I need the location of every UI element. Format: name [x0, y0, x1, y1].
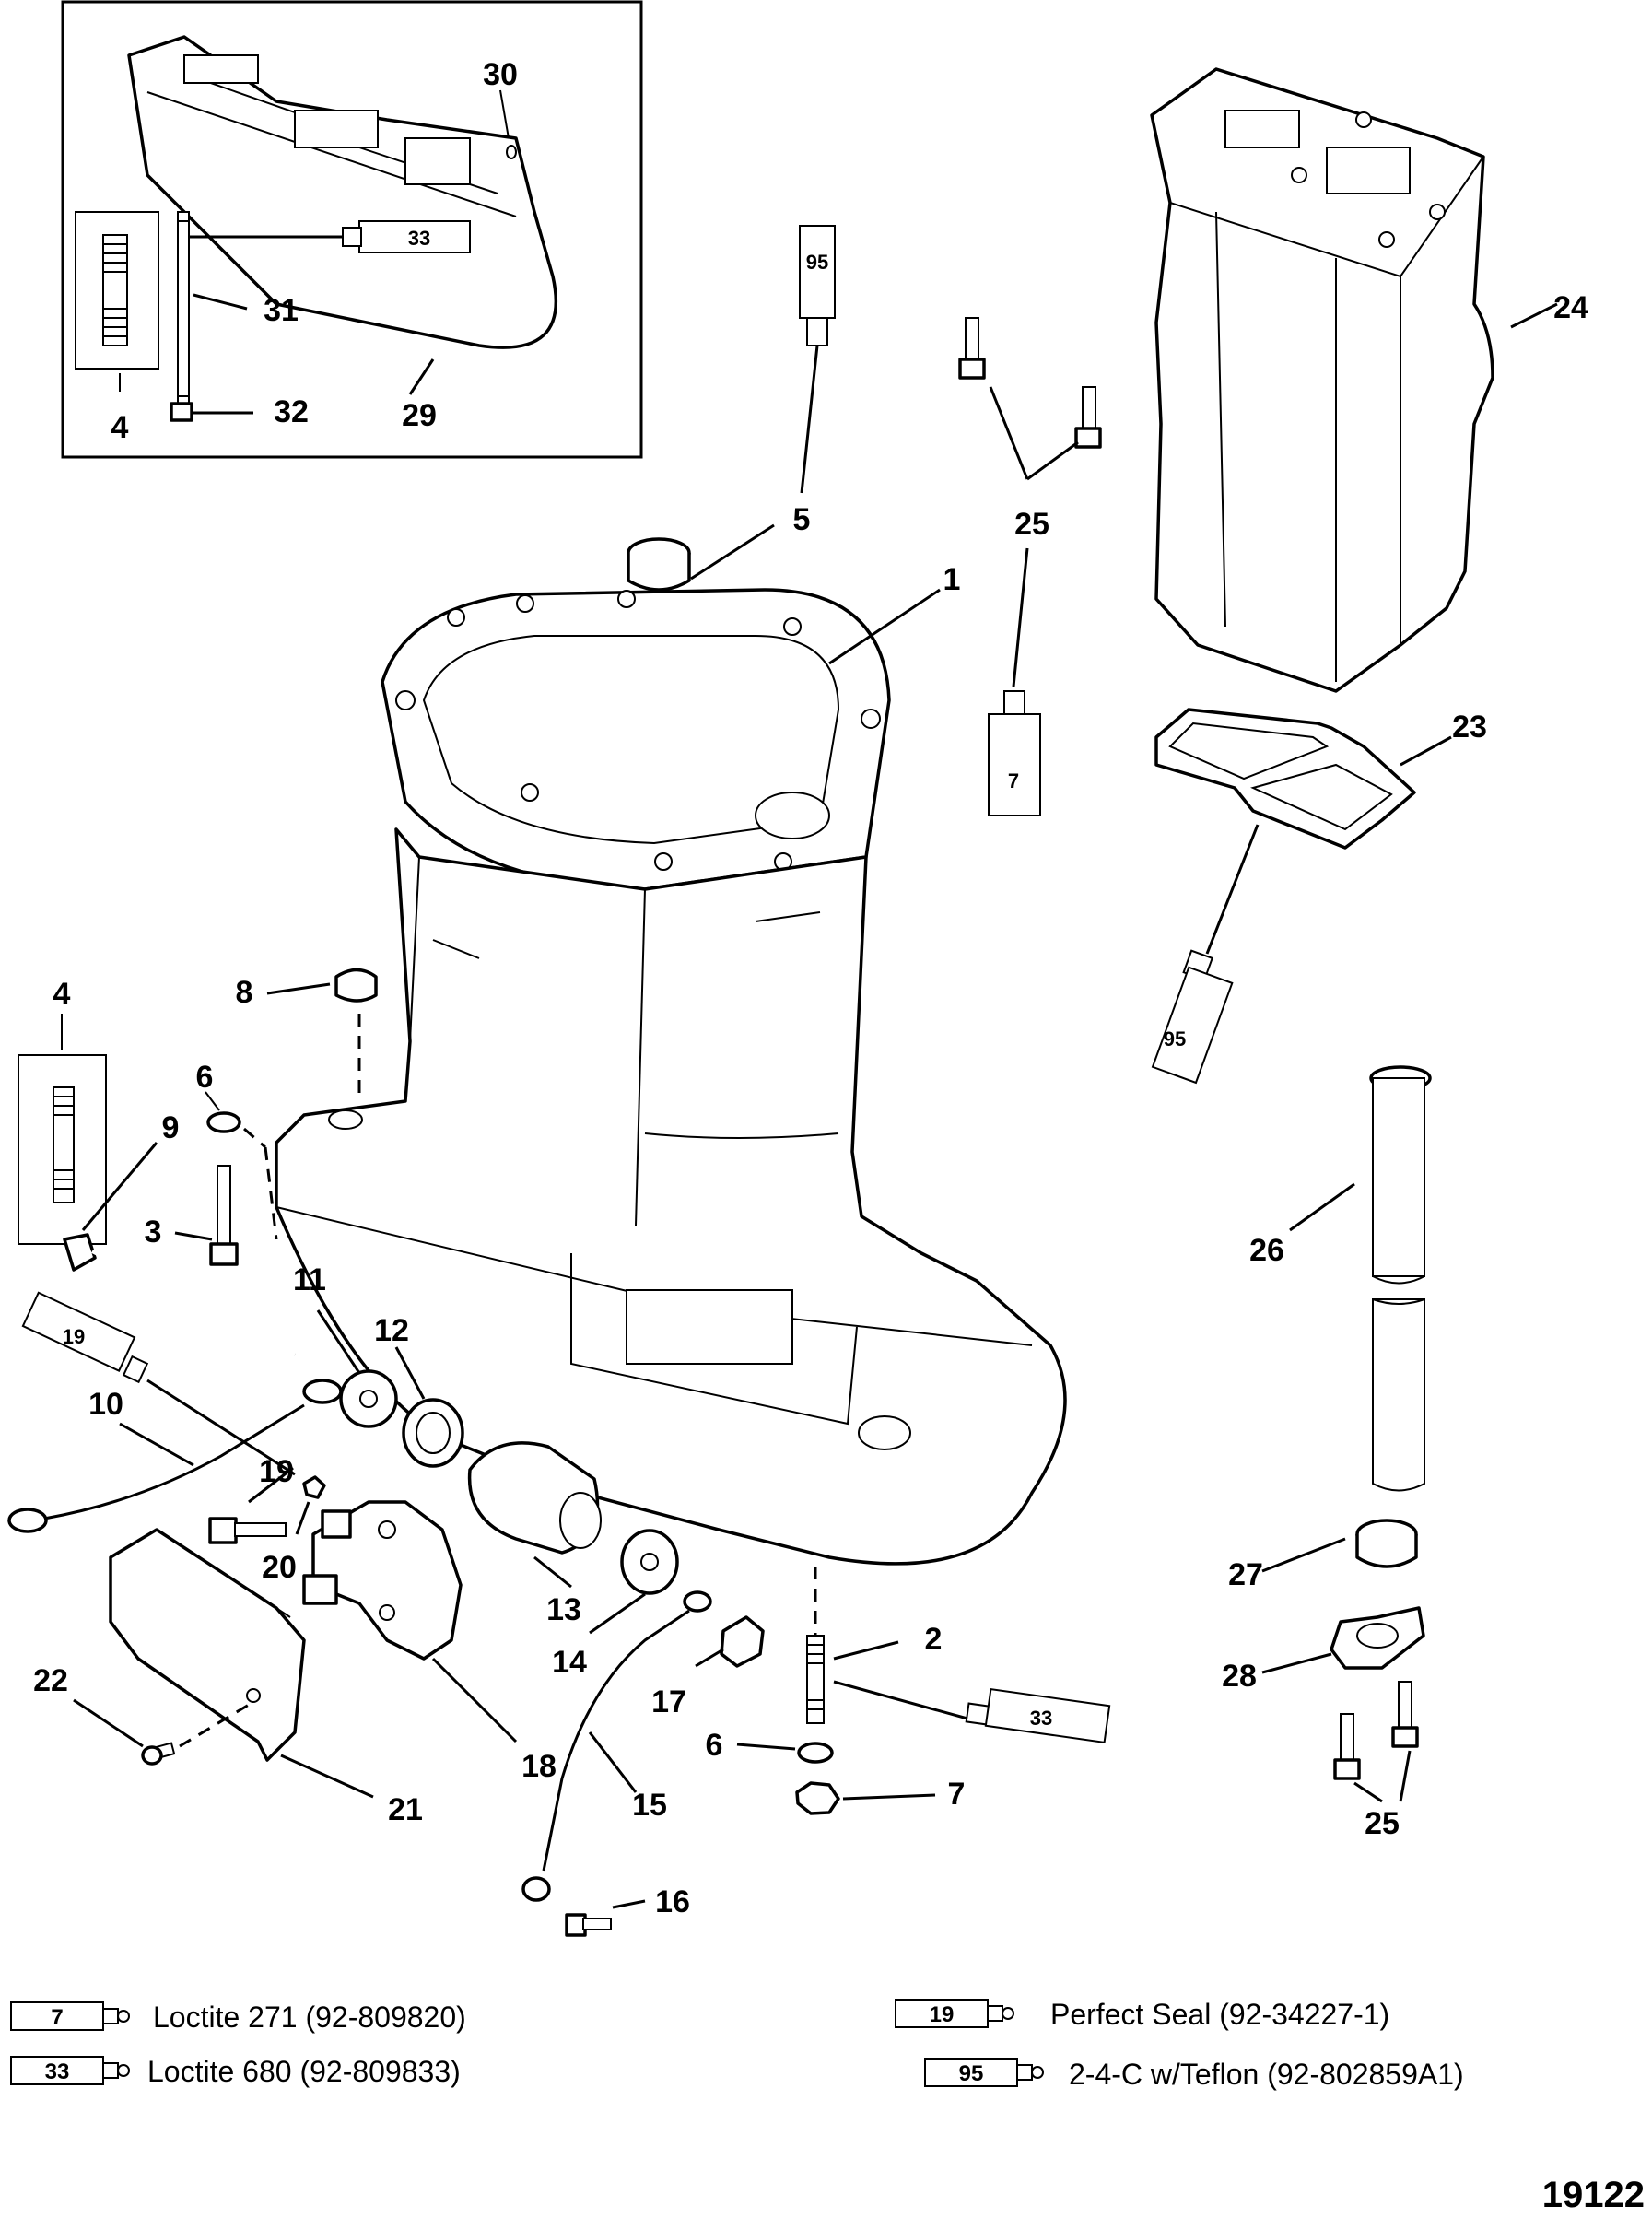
sealant-tube-33-inset: 33 — [342, 220, 471, 253]
callout-9: 9 — [162, 1110, 180, 1145]
svg-text:33: 33 — [1030, 1707, 1052, 1730]
part-1-driveshaft-housing — [275, 588, 1067, 1566]
inset-panel: 33 30 31 32 4 29 — [61, 0, 643, 459]
sealant-tube-95-right: 95 — [1151, 949, 1234, 1085]
part-12-washer — [402, 1398, 464, 1468]
part-18-solenoid — [302, 1500, 463, 1661]
part-10-ground-strap — [7, 1379, 343, 1533]
svg-text:95: 95 — [806, 251, 828, 274]
figure-number: 19122 — [1542, 2175, 1645, 2215]
part-14-washer — [620, 1529, 679, 1595]
part-9-bolt — [63, 1233, 296, 1356]
part-15-cable — [521, 1590, 712, 1902]
part-11-washer — [339, 1369, 398, 1428]
part-2-stud — [806, 1635, 825, 1724]
svg-text:Perfect Seal (92-34227-1): Perfect Seal (92-34227-1) — [1050, 1998, 1389, 2031]
sealant-tube-95-top: 95 — [799, 225, 836, 346]
callout-8: 8 — [236, 975, 253, 1010]
part-25-screws-bottom — [1333, 1681, 1419, 1780]
svg-text:95: 95 — [959, 2061, 984, 2086]
sealant-tube-7: 7 — [988, 690, 1041, 816]
svg-text:33: 33 — [408, 227, 430, 250]
part-7-nut — [795, 1781, 840, 1815]
callout-21: 21 — [388, 1792, 423, 1827]
part-3-screw — [209, 1165, 239, 1266]
part-6-washer-upper — [206, 1111, 241, 1133]
legend-item-95: 95 2-4-C w/Teflon (92-802859A1) — [924, 2058, 1464, 2091]
svg-text:7: 7 — [1008, 769, 1019, 792]
part-23-gasket — [1154, 708, 1416, 850]
sealant-tube-33-bottom: 33 — [965, 1688, 1111, 1743]
legend: 7 Loctite 271 (92-809820) 33 Loctite 680… — [10, 1998, 1464, 2091]
legend-item-19: 19 Perfect Seal (92-34227-1) — [895, 1998, 1389, 2031]
callout-12: 12 — [374, 1313, 409, 1348]
part-24-adapter — [1150, 67, 1494, 693]
part-17-nut — [720, 1615, 765, 1668]
callout-17: 17 — [651, 1684, 686, 1719]
callout-6-lower: 6 — [706, 1728, 723, 1763]
sealant-tube-19: 19 — [21, 1291, 149, 1384]
callout-6-upper: 6 — [196, 1060, 214, 1095]
svg-text:Loctite 680 (92-809833): Loctite 680 (92-809833) — [147, 2055, 461, 2088]
callout-26: 26 — [1249, 1233, 1284, 1268]
callout-20: 20 — [262, 1550, 297, 1585]
callout-27: 27 — [1228, 1557, 1263, 1592]
callout-4-inset: 4 — [111, 410, 129, 445]
callout-11: 11 — [293, 1262, 326, 1297]
part-28-retainer — [1330, 1606, 1425, 1670]
part-29-plate — [127, 35, 558, 349]
part-16-screw — [565, 1913, 612, 1937]
callout-15: 15 — [632, 1788, 667, 1823]
callout-1: 1 — [943, 562, 961, 597]
callout-25-bottom: 25 — [1365, 1806, 1400, 1841]
part-27-grommet — [1355, 1519, 1418, 1568]
callout-13: 13 — [546, 1592, 581, 1627]
part-4-stud-inset — [102, 234, 128, 346]
callout-32: 32 — [274, 394, 309, 429]
callout-5: 5 — [793, 502, 811, 537]
part-32-nut — [170, 402, 193, 422]
callout-19: 19 — [259, 1454, 294, 1489]
callout-30: 30 — [483, 57, 518, 92]
callout-3: 3 — [145, 1215, 162, 1250]
legend-item-33: 33 Loctite 680 (92-809833) — [10, 2055, 461, 2088]
callout-29: 29 — [402, 398, 437, 433]
part-6-washer-lower — [797, 1742, 834, 1764]
part-8-plug — [334, 968, 378, 1003]
svg-text:19: 19 — [930, 2002, 955, 2027]
callout-14: 14 — [552, 1645, 587, 1680]
svg-text:19: 19 — [63, 1325, 85, 1348]
part-31-stud — [177, 211, 190, 416]
callout-10: 10 — [88, 1387, 123, 1422]
callout-7: 7 — [948, 1777, 966, 1812]
svg-text:7: 7 — [51, 2005, 63, 2030]
legend-item-7: 7 Loctite 271 (92-809820) — [10, 2001, 466, 2034]
part-20-nut — [302, 1475, 326, 1499]
svg-text:95: 95 — [1164, 1027, 1186, 1050]
svg-text:Loctite 271 (92-809820): Loctite 271 (92-809820) — [153, 2001, 466, 2034]
part-22-screw — [141, 1742, 176, 1766]
callout-23: 23 — [1452, 710, 1487, 745]
part-26-water-tube — [1369, 1065, 1432, 1492]
callout-31: 31 — [264, 293, 299, 328]
svg-text:2-4-C w/Teflon (92-802859A1): 2-4-C w/Teflon (92-802859A1) — [1069, 2058, 1464, 2091]
part-19-screw — [208, 1517, 287, 1544]
part-5-seal — [627, 537, 691, 592]
part-13-mount — [467, 1441, 602, 1555]
callout-24: 24 — [1553, 290, 1588, 325]
callout-22: 22 — [33, 1663, 68, 1698]
callout-18: 18 — [521, 1749, 557, 1784]
part-25-screws-top — [958, 317, 1102, 449]
callout-4: 4 — [53, 977, 71, 1012]
part-21-cover — [109, 1528, 306, 1762]
svg-text:33: 33 — [45, 2060, 70, 2084]
part-4-stud — [18, 1054, 107, 1245]
callout-25-top: 25 — [1014, 507, 1049, 542]
callout-28: 28 — [1222, 1659, 1257, 1694]
part-30-plug — [506, 145, 517, 159]
callout-2: 2 — [925, 1622, 943, 1657]
callout-16: 16 — [655, 1884, 690, 1919]
